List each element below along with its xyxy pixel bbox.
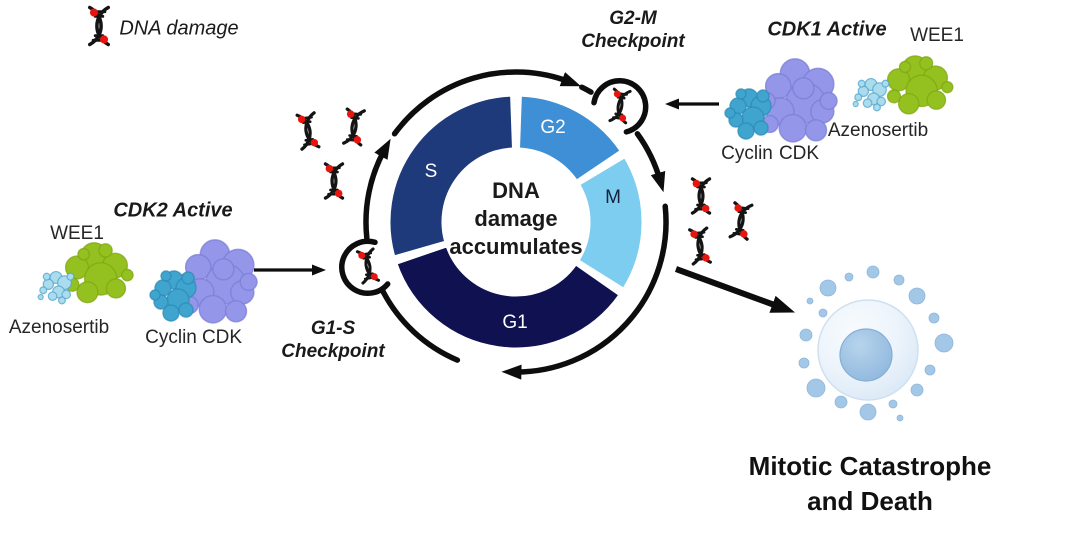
- cell-vesicle: [834, 395, 848, 409]
- cell-vesicle: [888, 399, 898, 409]
- cycle-to-catastrophe-arrow: [674, 266, 796, 313]
- s-phase-0-dna-damage-icon: [295, 111, 321, 151]
- cell-vesicle: [798, 357, 810, 369]
- cell-vesicle: [799, 328, 813, 342]
- cell-vesicle: [819, 279, 837, 297]
- cell-cycle-donut: [387, 93, 645, 351]
- donut-center-line2: damage: [474, 206, 558, 231]
- cell-vesicle: [896, 414, 904, 422]
- cyclin-label-left: Cyclin: [145, 327, 197, 349]
- m-phase-2-dna-damage-icon: [687, 226, 713, 266]
- donut-center-text: DNA damage accumulates: [449, 177, 582, 261]
- s-phase-1-dna-damage-icon: [341, 107, 367, 147]
- donut-center-line3: accumulates: [449, 234, 583, 259]
- m-phase-1-dna-damage-icon: [728, 201, 754, 241]
- g2m-checkpoint-line1: G2-M: [609, 8, 657, 29]
- m-phase-0-dna-damage-icon: [690, 177, 712, 215]
- cdk1-active-title: CDK1 Active: [767, 18, 887, 41]
- azenosertib-label-right: Azenosertib: [827, 120, 929, 142]
- cell-vesicle: [818, 308, 828, 318]
- cyclin-label-right: Cyclin: [721, 143, 773, 165]
- cell-vesicle: [866, 265, 880, 279]
- cell-vesicle: [893, 274, 905, 286]
- cdk-protein-left: [177, 239, 258, 324]
- cell-vesicle: [806, 297, 814, 305]
- azenosertib-molecule-left: [37, 270, 75, 305]
- g1s-checkpoint-line2: Checkpoint: [281, 341, 385, 362]
- cell-vesicle: [928, 312, 940, 324]
- g2m-checkpoint-notch: [593, 80, 646, 133]
- cell-vesicle: [859, 403, 877, 421]
- azenosertib-molecule-right: [852, 77, 890, 112]
- s-phase-2-dna-damage-icon: [323, 162, 345, 200]
- cell-nucleus: [839, 328, 893, 382]
- cell-vesicle: [924, 364, 936, 376]
- legend-dna-damage-label: DNA damage: [119, 17, 239, 40]
- cycle-arc-3: [579, 84, 594, 95]
- wee1-label-left: WEE1: [50, 223, 104, 245]
- segment-label-m: M: [605, 187, 621, 209]
- cdk2-active-title: CDK2 Active: [113, 199, 233, 222]
- mitotic-catastrophe-cell: [798, 265, 954, 422]
- cyclin-protein-left: [149, 270, 197, 322]
- legend-dna-damage-icon: [87, 5, 111, 47]
- g1s-checkpoint-label: G1-S Checkpoint: [281, 317, 384, 363]
- cdk-label-right: CDK: [778, 143, 820, 165]
- g1s-checkpoint-line1: G1-S: [310, 318, 356, 339]
- cycle-arc-0: [379, 287, 461, 363]
- cyclin-protein-right: [724, 88, 772, 140]
- mitotic-catastrophe-label: Mitotic Catastrophe and Death: [749, 449, 992, 519]
- azenosertib-label-left: Azenosertib: [8, 317, 110, 339]
- donut-segment-s: [387, 93, 516, 259]
- mitotic-catastrophe-line2: and Death: [807, 486, 933, 516]
- cycle-arc-4: [634, 131, 666, 193]
- cycle-arc-2: [391, 69, 582, 137]
- cell-vesicle: [910, 383, 924, 397]
- g1s-checkpoint-notch-ring: [339, 238, 391, 296]
- wee1-label-right: WEE1: [910, 25, 964, 47]
- mitotic-catastrophe-line1: Mitotic Catastrophe: [748, 451, 992, 481]
- segment-label-s: S: [424, 161, 438, 183]
- segment-label-g2: G2: [540, 117, 566, 139]
- cycle-arc-5: [501, 203, 669, 380]
- cycle-arrow-arcs: [363, 69, 669, 380]
- donut-segment-m: [575, 154, 645, 292]
- cycle-arc-1: [363, 138, 391, 241]
- donut-center-line1: DNA: [492, 178, 540, 203]
- g2m-checkpoint-line2: Checkpoint: [581, 31, 685, 52]
- protein-complexes: [37, 55, 954, 324]
- g2m-checkpoint-label: G2-M Checkpoint: [581, 7, 684, 53]
- wee1-protein-right: [886, 55, 954, 115]
- cell-vesicle: [806, 378, 826, 398]
- donut-segment-g2: [516, 93, 624, 184]
- wee1-protein-left: [64, 242, 134, 304]
- cell-vesicle: [934, 333, 954, 353]
- cdk-label-left: CDK: [201, 327, 243, 349]
- pathway-arrows: [254, 98, 796, 313]
- segment-label-g1: G1: [502, 312, 528, 334]
- cell-vesicle: [908, 287, 926, 305]
- cell-vesicle: [844, 272, 854, 282]
- donut-segment-g1: [393, 243, 623, 351]
- g2m-checkpoint-notch-ring: [591, 78, 649, 135]
